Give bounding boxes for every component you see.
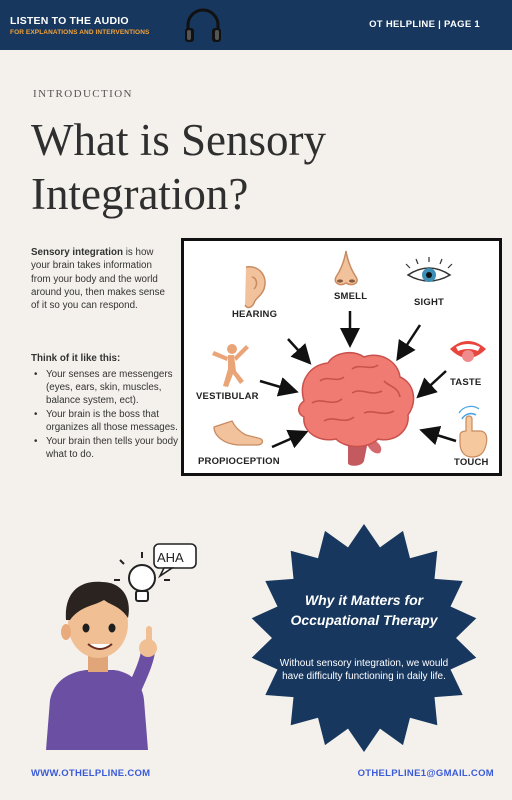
touch-hand-icon	[458, 405, 488, 458]
section-eyebrow: INTRODUCTION	[33, 88, 133, 100]
page-indicator: OT HELPLINE | PAGE 1	[369, 19, 480, 30]
callout-starburst	[251, 524, 477, 752]
brain-icon	[298, 351, 415, 466]
label-taste: TASTE	[450, 377, 482, 388]
balance-figure-icon	[212, 344, 249, 387]
aha-text: AHA	[157, 550, 184, 565]
header-title: LISTEN TO THE AUDIO	[10, 15, 129, 27]
think-list: Your senses are messengers (eyes, ears, …	[31, 368, 179, 462]
eye-icon	[405, 257, 453, 282]
think-heading: Think of it like this:	[31, 353, 121, 364]
label-proprioception: PROPIOCEPTION	[198, 456, 280, 467]
header-bar: LISTEN TO THE AUDIO FOR EXPLANATIONS AND…	[0, 0, 512, 50]
label-sight: SIGHT	[414, 297, 445, 308]
label-vestibular: VESTIBULAR	[196, 391, 259, 402]
nose-icon	[334, 250, 358, 286]
title-line-2: Integration?	[31, 169, 249, 219]
title-line-1: What is Sensory	[31, 115, 326, 165]
label-smell: SMELL	[334, 291, 368, 302]
label-hearing: HEARING	[232, 309, 278, 320]
page-title: What is Sensory Integration?	[31, 113, 471, 221]
intro-paragraph: Sensory integration is how your brain ta…	[31, 246, 173, 312]
intro-rest: is how your brain takes information from…	[31, 247, 165, 312]
speech-bubble-icon	[153, 543, 197, 579]
mouth-icon	[450, 341, 486, 362]
foot-icon	[213, 420, 264, 446]
senses-diagram-art	[212, 250, 488, 466]
headphones-icon[interactable]	[182, 5, 224, 45]
arrows	[259, 311, 457, 449]
email-link[interactable]: OTHELPLINE1@GMAIL.COM	[357, 768, 494, 779]
ear-icon	[244, 266, 266, 309]
lightbulb-icon	[114, 552, 170, 602]
label-touch: TOUCH	[454, 457, 489, 468]
list-item: Your brain is the boss that organizes al…	[31, 408, 179, 434]
list-item: Your brain then tells your body what to …	[31, 435, 179, 461]
header-subtitle: FOR EXPLANATIONS AND INTERVENTIONS	[10, 29, 150, 36]
intro-bold-term: Sensory integration	[31, 247, 123, 258]
boy-idea-illustration	[46, 543, 197, 750]
callout-body: Without sensory integration, we would ha…	[279, 658, 449, 682]
website-link[interactable]: WWW.OTHELPLINE.COM	[31, 768, 151, 779]
callout-title: Why it Matters for Occupational Therapy	[290, 592, 438, 628]
list-item: Your senses are messengers (eyes, ears, …	[31, 368, 179, 407]
senses-diagram: HEARING SMELL SIGHT TASTE VESTIBULAR PRO…	[181, 238, 502, 476]
